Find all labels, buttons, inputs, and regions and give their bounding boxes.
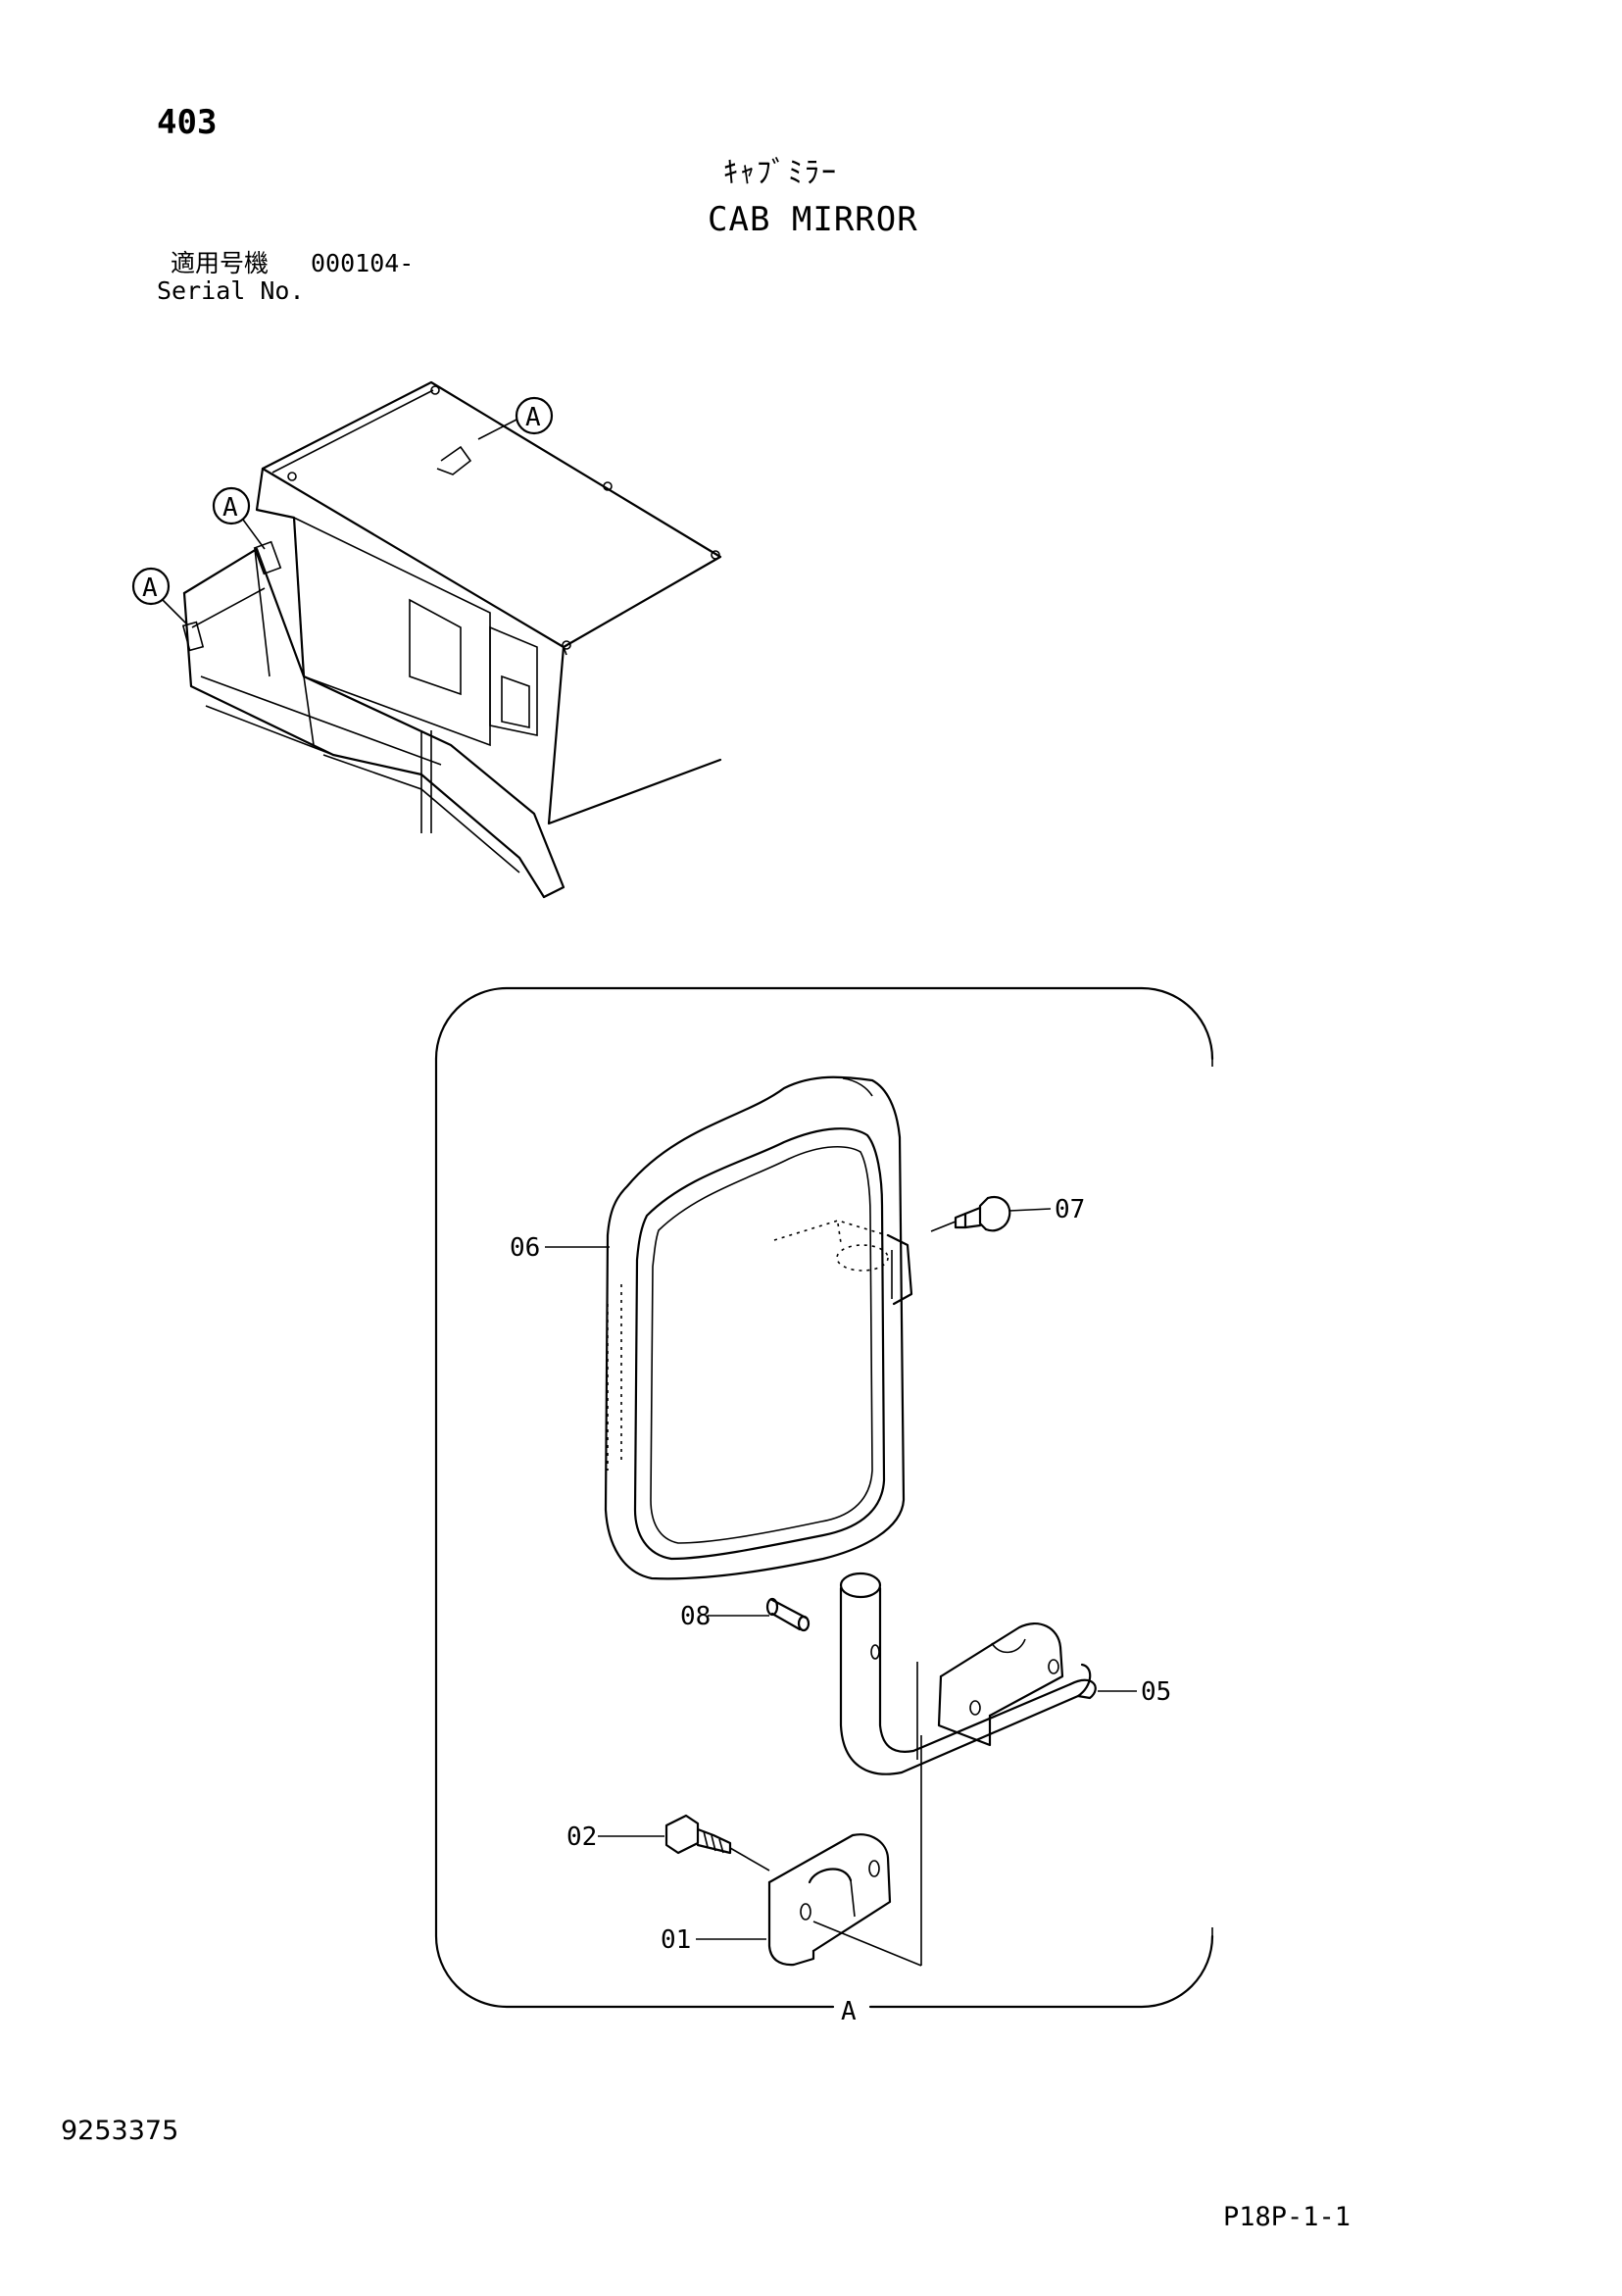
part-label-01: 01 — [661, 1925, 691, 1955]
mirror-head: 06 — [510, 1075, 913, 1580]
cab-overview: A A A — [131, 380, 722, 899]
callout-a-middle: A — [212, 486, 266, 550]
title-english: CAB MIRROR — [708, 200, 918, 239]
pin-08: 08 — [680, 1597, 811, 1632]
mirror-arm-05: 05 — [839, 1572, 1171, 1966]
part-label-06: 06 — [510, 1233, 540, 1263]
part-label-08: 08 — [680, 1602, 711, 1631]
part-label-02: 02 — [566, 1822, 597, 1852]
part-label-07: 07 — [1055, 1195, 1085, 1224]
screw-07: 07 — [930, 1195, 1085, 1232]
callout-a-middle-label: A — [222, 493, 238, 523]
view-label-a: A — [841, 1997, 857, 2026]
callout-a-left-label: A — [142, 574, 158, 603]
serial-label-english: Serial No. — [157, 276, 305, 305]
bracket-01: 01 — [661, 1833, 922, 1967]
page-number: 403 — [157, 103, 218, 142]
callout-a-top-label: A — [525, 403, 541, 432]
callout-a-left: A — [131, 567, 187, 624]
part-label-05: 05 — [1141, 1677, 1171, 1707]
callout-a-top: A — [477, 396, 554, 440]
document-number: 9253375 — [61, 2116, 179, 2146]
serial-label-japanese: 適用号機 — [171, 249, 270, 277]
bolt-02: 02 — [566, 1814, 770, 1872]
title-japanese: ｷｬﾌﾞﾐﾗｰ — [723, 156, 838, 190]
detail-frame: A — [434, 986, 1214, 2026]
serial-number-value: 000104- — [311, 249, 415, 277]
sheet-reference: P18P-1-1 — [1223, 2202, 1352, 2232]
